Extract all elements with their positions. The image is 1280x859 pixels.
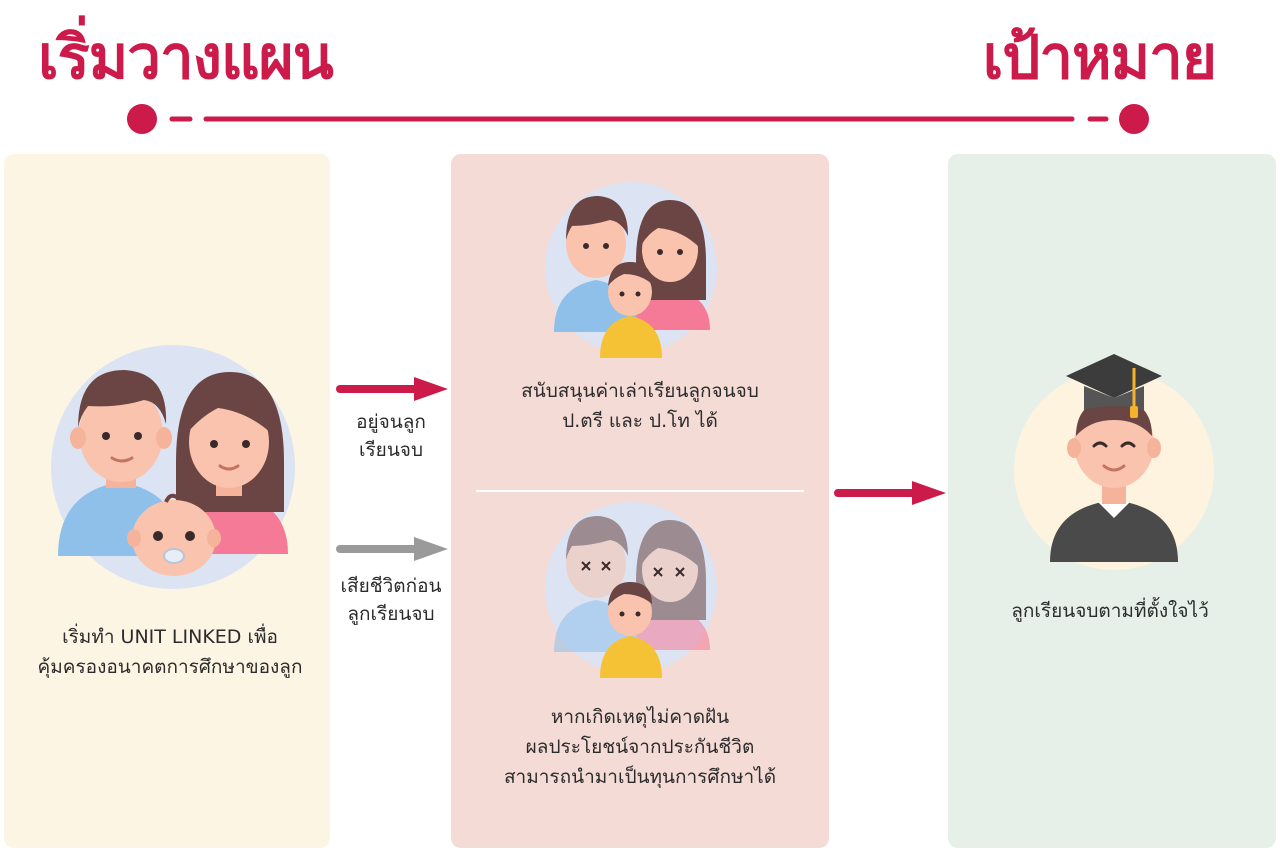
arrow-deceased-icon (336, 537, 448, 561)
family-illustration (545, 182, 717, 358)
start-caption: เริ่มทำ UNIT LINKED เพื่อ คุ้มครองอนาคตก… (20, 622, 320, 682)
outcome-divider (476, 490, 804, 492)
timeline (127, 104, 1149, 134)
arrow-alive-icon (336, 377, 448, 401)
arrow-goal-icon (834, 481, 946, 505)
alive-outcome-caption: สนับสนุนค่าเล่าเรียนลูกจนจบ ป.ตรี และ ป.… (476, 376, 804, 436)
deceased-outcome-caption: หากเกิดเหตุไม่คาดฝัน ผลประโยชน์จากประกัน… (476, 702, 804, 792)
deceased-outcome-line: ผลประโยชน์จากประกันชีวิต (525, 736, 755, 758)
branch-alive-line: อยู่จนลูก (356, 411, 426, 433)
goal-caption: ลูกเรียนจบตามที่ตั้งใจไว้ (960, 596, 1260, 626)
start-heading: เริ่มวางแผน (38, 23, 334, 93)
branch-alive-label: อยู่จนลูก เรียนจบ (330, 408, 452, 464)
branch-deceased-line: เสียชีวิตก่อน (340, 575, 442, 597)
start-caption-line: เริ่มทำ UNIT LINKED เพื่อ (62, 626, 278, 648)
branch-deceased-label: เสียชีวิตก่อน ลูกเรียนจบ (330, 572, 452, 628)
alive-outcome-line: ป.ตรี และ ป.โท ได้ (562, 410, 718, 432)
start-caption-line: คุ้มครองอนาคตการศึกษาของลูก (37, 656, 303, 678)
goal-caption-line: ลูกเรียนจบตามที่ตั้งใจไว้ (1011, 600, 1209, 622)
deceased-outcome-line: หากเกิดเหตุไม่คาดฝัน (550, 706, 730, 728)
branch-deceased-line: ลูกเรียนจบ (347, 603, 435, 625)
parents-with-baby-illustration (51, 345, 295, 589)
timeline-start-dot (127, 104, 157, 134)
goal-heading: เป้าหมาย (982, 23, 1217, 93)
family-loss-illustration (545, 502, 717, 678)
deceased-outcome-line: สามารถนำมาเป็นทุนการศึกษาได้ (503, 766, 777, 788)
timeline-end-dot (1119, 104, 1149, 134)
branch-alive-line: เรียนจบ (358, 439, 423, 461)
alive-outcome-line: สนับสนุนค่าเล่าเรียนลูกจนจบ (521, 380, 759, 402)
graduate-illustration (1014, 354, 1214, 570)
